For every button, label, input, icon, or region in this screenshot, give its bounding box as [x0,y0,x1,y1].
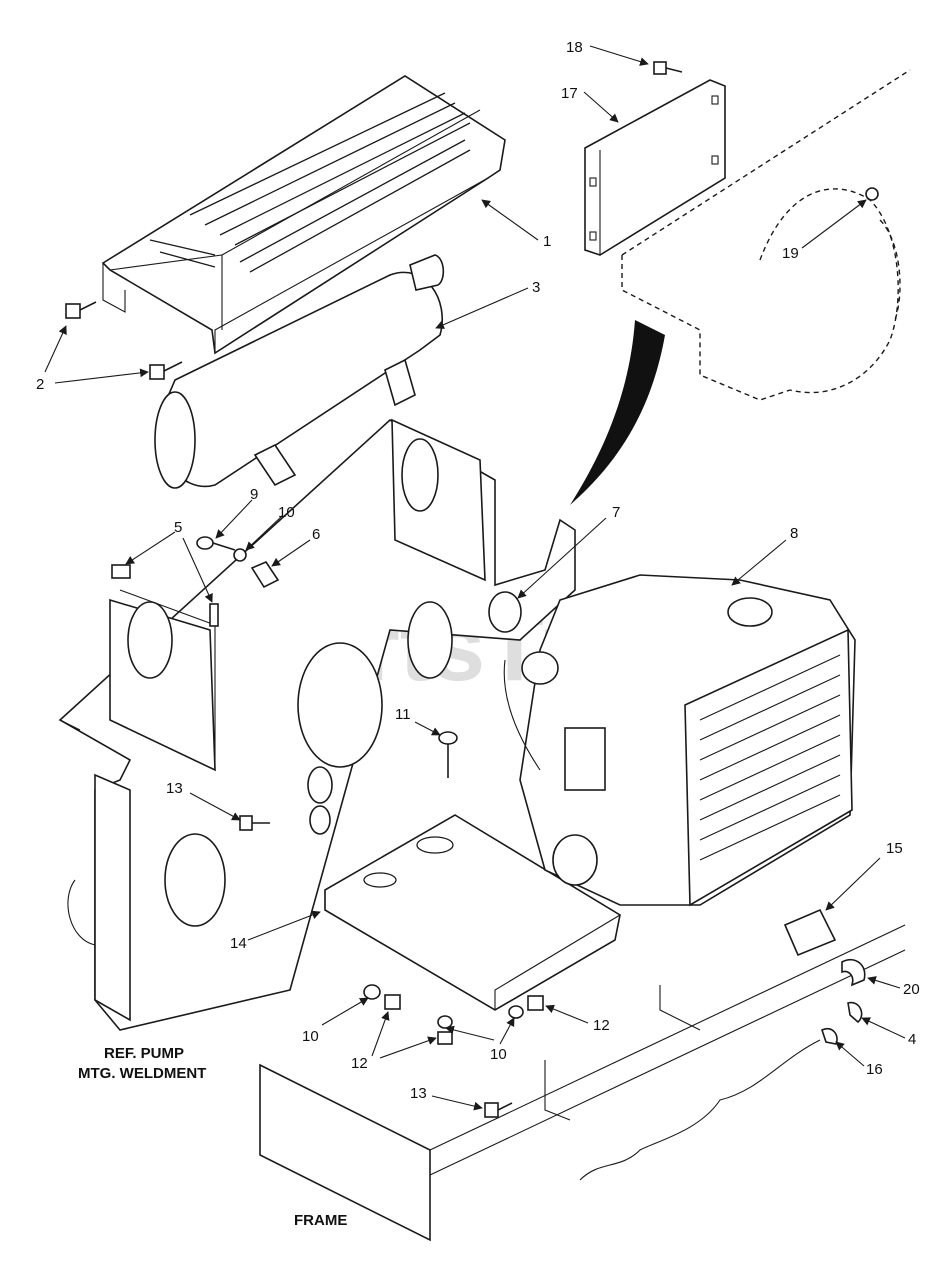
callout-16: 16 [866,1061,883,1078]
callout-15: 15 [886,840,903,857]
callout-2: 2 [36,376,44,393]
clip-part-5b [209,603,219,627]
tube-part-15 [783,908,837,957]
bolt-part-11 [438,731,458,778]
ref-pump-label-line1: REF. PUMP [104,1045,184,1062]
muffler-part-3 [154,254,445,489]
washer-part-10-lower-middle [437,1015,453,1029]
bolt-part-18 [653,61,683,75]
washer-part-10-lower-right [508,1005,524,1019]
callout-12-left: 12 [351,1055,368,1072]
nut-part-12-left [384,994,401,1010]
clip-part-5 [111,564,131,579]
callout-8: 8 [790,525,798,542]
grommet-part-7 [488,591,522,633]
callout-3: 3 [532,279,540,296]
ref-pump-label-line2: MTG. WELDMENT [78,1065,206,1082]
engine-part-8 [503,574,856,907]
callout-leaders [44,45,906,1111]
callout-6: 6 [312,526,320,543]
clamp-part-4 [847,1001,863,1024]
callout-19: 19 [782,245,799,262]
callout-13-upper: 13 [166,780,183,797]
washer-part-10 [233,548,247,562]
cap-part-16 [821,1027,838,1045]
callout-20: 20 [903,981,920,998]
callout-5: 5 [174,519,182,536]
callout-10-upper: 10 [278,504,295,521]
assembly-direction-arrow [570,320,665,505]
callout-14: 14 [230,935,247,952]
bolt-part-13-upper [239,815,270,831]
callout-numbers: 18 17 1 19 3 2 5 9 10 6 7 8 11 13 14 15 … [36,39,920,1102]
elbow-part-20 [841,958,866,987]
nut-part-19 [865,187,879,201]
nut-part-12-right [527,995,544,1011]
callout-10-lower-left: 10 [302,1028,319,1045]
callout-7: 7 [612,504,620,521]
callout-18: 18 [566,39,583,56]
frame-part [259,924,906,1242]
vehicle-outline [621,69,911,401]
platform-part-14 [324,814,621,1011]
spacer-part-6 [250,561,280,589]
bolts-part-2 [65,301,183,380]
callout-1: 1 [543,233,551,250]
pump-mounting-weldment [58,418,576,1031]
frame-label: FRAME [294,1212,347,1229]
callout-12-right: 12 [593,1017,610,1034]
bracket-part-17 [584,79,726,256]
bolt-part-9 [196,536,236,551]
callout-4: 4 [908,1031,916,1048]
washer-part-10-lower-left [363,984,381,1000]
callout-17: 17 [561,85,578,102]
callout-10-lower-right: 10 [490,1046,507,1063]
muffler-cover-part-1 [101,75,506,355]
callout-9: 9 [250,486,258,503]
nut-part-12-middle [437,1031,453,1045]
callout-13-lower: 13 [410,1085,427,1102]
bolt-part-13-lower [484,1102,513,1118]
callout-11: 11 [395,706,411,723]
